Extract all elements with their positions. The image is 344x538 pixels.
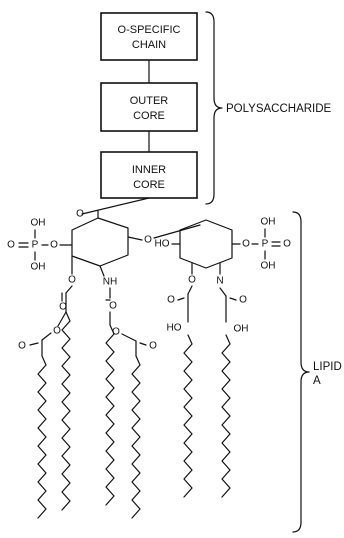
chain2-branch-carbonyl-oxygen: O bbox=[149, 341, 157, 352]
lipid-a-brace bbox=[292, 211, 310, 533]
right-ring-hydroxyl: HO bbox=[155, 239, 170, 250]
chain1-branch-oxygen: O bbox=[53, 326, 61, 337]
chain1-branch-hydrocarbon bbox=[37, 355, 47, 519]
right-phosphate-oh-bottom: OH bbox=[261, 261, 276, 272]
box-inner-core-line2: CORE bbox=[133, 179, 165, 191]
left-phosphate-oh-top: OH bbox=[31, 218, 46, 229]
lipid-a-label-line1: LIPID bbox=[313, 361, 342, 373]
left-ring-link-oxygen: O bbox=[76, 209, 84, 220]
polysaccharide-label: POLYSACCHARIDE bbox=[226, 103, 332, 115]
polysaccharide-brace bbox=[205, 11, 223, 205]
box-inner-core-line1: INNER bbox=[132, 164, 166, 176]
fatty-acid-chains bbox=[37, 311, 231, 519]
left-ester-oxygen: O bbox=[50, 240, 58, 251]
box-o-specific-line2: CHAIN bbox=[132, 39, 166, 51]
right-phosphorus: P bbox=[262, 239, 269, 250]
box-inner-core: INNER CORE bbox=[100, 151, 198, 199]
chain3-carbonyl-oxygen: O bbox=[167, 295, 175, 306]
chain2-branch-hydrocarbon bbox=[131, 355, 141, 519]
glycosidic-oxygen: O bbox=[144, 235, 152, 246]
core-to-lipid-link bbox=[81, 197, 150, 215]
chain1-main-hydrocarbon bbox=[61, 311, 71, 511]
box-outer-core-line1: OUTER bbox=[130, 95, 169, 107]
chain2-main-hydrocarbon bbox=[105, 324, 115, 506]
left-phosphorus: P bbox=[32, 240, 39, 251]
chain2-branch-oxygen: O bbox=[112, 327, 120, 338]
chain2-carbonyl-oxygen: O bbox=[109, 301, 117, 312]
left-phosphate-double-oxygen: O bbox=[7, 240, 15, 251]
right-phosphate-double-oxygen: O bbox=[283, 239, 291, 250]
right-amide-n: N bbox=[216, 276, 223, 287]
chain3-hydroxyl: HO bbox=[167, 323, 182, 334]
left-sugar-ring bbox=[71, 217, 129, 267]
box-o-specific-chain: O-SPECIFIC CHAIN bbox=[100, 12, 198, 61]
right-phosphate-oh-top: OH bbox=[261, 217, 276, 228]
chain4-hydrocarbon bbox=[221, 334, 231, 498]
chain1-branch-carbonyl-oxygen: O bbox=[18, 341, 26, 352]
chain1-carbonyl-oxygen: O bbox=[59, 302, 67, 313]
left-c3-oxygen: O bbox=[68, 275, 76, 286]
right-ester-oxygen: O bbox=[242, 239, 250, 250]
box-outer-core: OUTER CORE bbox=[100, 82, 198, 132]
lipid-a-label-line2: A bbox=[313, 375, 321, 387]
left-phosphate-oh-bottom: OH bbox=[31, 262, 46, 273]
right-sugar-ring bbox=[179, 219, 233, 269]
chain4-hydroxyl: OH bbox=[234, 324, 249, 335]
box-o-specific-line1: O-SPECIFIC bbox=[118, 24, 181, 36]
chain4-carbonyl-oxygen: O bbox=[239, 295, 247, 306]
right-c3-oxygen: O bbox=[188, 275, 196, 286]
box-outer-core-line2: CORE bbox=[133, 110, 165, 122]
chain3-hydrocarbon bbox=[183, 334, 193, 498]
left-amide-nh: NH bbox=[103, 277, 117, 288]
